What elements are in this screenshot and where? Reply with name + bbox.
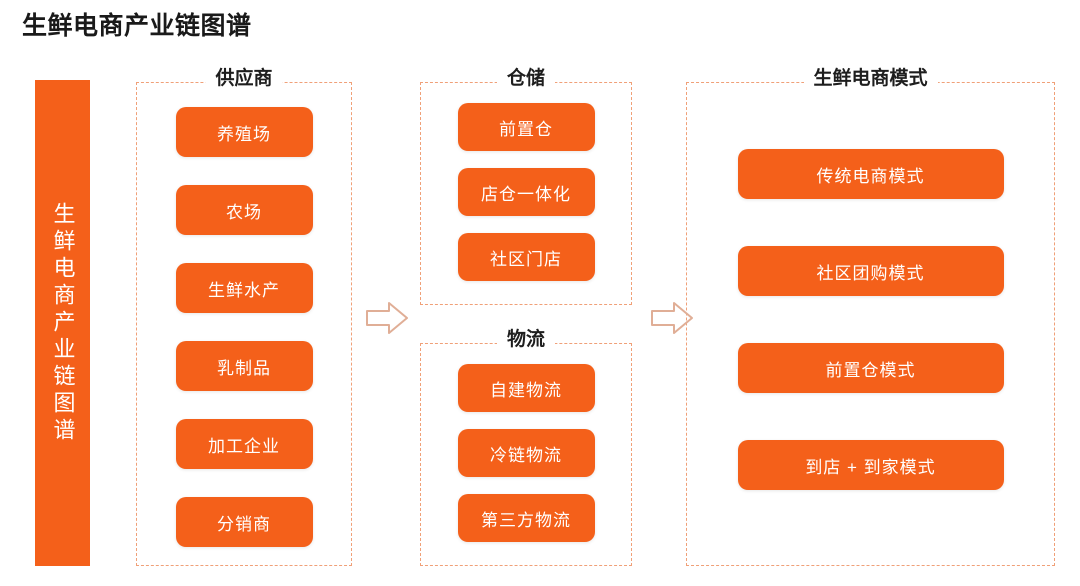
node-supplier-3[interactable]: 生鲜水产 [175,263,313,313]
vertical-banner-label: 生鲜电商产业链图谱 [50,201,76,445]
node-supplier-1[interactable]: 养殖场 [175,107,313,157]
node-mode-3[interactable]: 前置仓模式 [737,343,1004,393]
section-logistics: 物流 自建物流 冷链物流 第三方物流 [420,329,632,566]
section-supplier-title: 供应商 [205,68,283,91]
arrow-right-icon [365,300,409,336]
section-ecommerce-mode-items: 传统电商模式 社区团购模式 前置仓模式 到店 + 到家模式 [687,83,1054,565]
section-warehouse-items: 前置仓 店仓一体化 社区门店 [421,83,631,304]
section-ecommerce-mode: 生鲜电商模式 传统电商模式 社区团购模式 前置仓模式 到店 + 到家模式 [686,68,1055,566]
node-mode-4[interactable]: 到店 + 到家模式 [737,440,1004,490]
node-warehouse-2[interactable]: 店仓一体化 [457,168,595,216]
vertical-banner: 生鲜电商产业链图谱 [35,80,90,566]
section-supplier: 供应商 养殖场 农场 生鲜水产 乳制品 加工企业 分销商 [136,68,352,566]
arrow-right-icon [650,300,694,336]
page-title: 生鲜电商产业链图谱 [22,12,252,40]
section-warehouse: 仓储 前置仓 店仓一体化 社区门店 [420,68,632,305]
section-supplier-items: 养殖场 农场 生鲜水产 乳制品 加工企业 分销商 [137,83,351,565]
node-warehouse-3[interactable]: 社区门店 [457,233,595,281]
node-supplier-4[interactable]: 乳制品 [175,341,313,391]
node-logistics-2[interactable]: 冷链物流 [457,429,595,477]
node-warehouse-1[interactable]: 前置仓 [457,103,595,151]
node-supplier-2[interactable]: 农场 [175,185,313,235]
section-logistics-title: 物流 [496,329,556,352]
node-supplier-5[interactable]: 加工企业 [175,419,313,469]
section-warehouse-title: 仓储 [496,68,556,91]
node-logistics-1[interactable]: 自建物流 [457,364,595,412]
section-logistics-items: 自建物流 冷链物流 第三方物流 [421,344,631,565]
node-mode-2[interactable]: 社区团购模式 [737,246,1004,296]
node-logistics-3[interactable]: 第三方物流 [457,494,595,542]
node-supplier-6[interactable]: 分销商 [175,497,313,547]
node-mode-1[interactable]: 传统电商模式 [737,149,1004,199]
section-ecommerce-mode-title: 生鲜电商模式 [803,68,938,91]
